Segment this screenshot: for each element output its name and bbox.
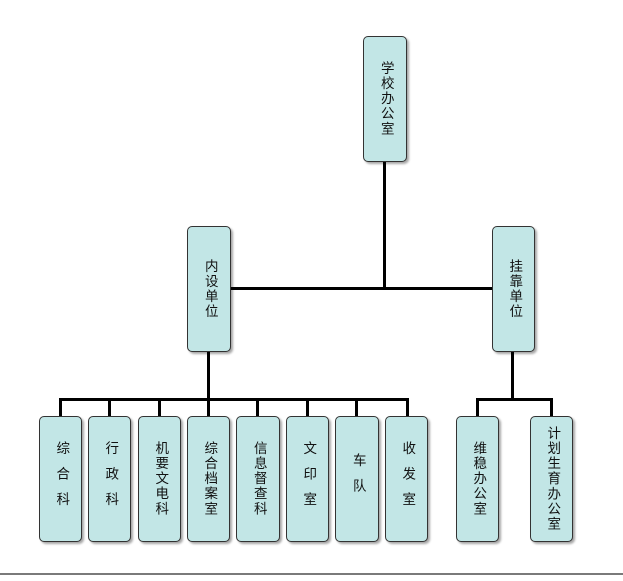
- bottom-divider: [0, 573, 623, 575]
- child-node: 计划生育办公室: [530, 416, 573, 542]
- connector-left-branch-down: [207, 352, 210, 400]
- node-label: 挂靠单位: [506, 258, 523, 320]
- connector-drop: [355, 398, 358, 417]
- node-label: 内设单位: [201, 258, 218, 320]
- child-node: 信息督查科: [236, 416, 280, 542]
- connector-drop: [550, 398, 553, 417]
- node-label: 信息督查科: [250, 441, 267, 517]
- node-label: 综合科: [53, 440, 70, 518]
- child-node: 机要文电科: [138, 416, 181, 542]
- connector-right-children-bar: [476, 398, 553, 401]
- child-node: 车队: [335, 416, 379, 542]
- child-node: 收发室: [385, 416, 428, 542]
- node-label: 机要文电科: [152, 441, 169, 517]
- connector-middle-horizontal: [231, 287, 493, 290]
- node-label: 车队: [349, 453, 366, 505]
- connector-right-branch-down: [511, 352, 514, 400]
- connector-drop: [59, 398, 62, 417]
- node-label: 综合档案室: [201, 441, 218, 517]
- connector-drop: [306, 398, 309, 417]
- connector-drop: [256, 398, 259, 417]
- connector-drop: [476, 398, 479, 417]
- node-label: 学校办公室: [377, 61, 394, 137]
- connector-root-down: [383, 162, 386, 289]
- child-node: 综合科: [39, 416, 82, 542]
- connector-drop: [406, 398, 409, 417]
- root-node: 学校办公室: [363, 36, 407, 162]
- node-label: 计划生育办公室: [544, 426, 561, 532]
- connector-drop: [108, 398, 111, 417]
- node-label: 收发室: [399, 440, 416, 518]
- child-node: 综合档案室: [187, 416, 230, 542]
- connector-drop: [207, 398, 210, 417]
- node-label: 文印室: [300, 440, 317, 518]
- child-node: 维稳办公室: [456, 416, 499, 542]
- child-node: 行政科: [88, 416, 131, 542]
- branch-node-internal: 内设单位: [187, 226, 231, 352]
- child-node: 文印室: [286, 416, 329, 542]
- node-label: 行政科: [102, 440, 119, 518]
- connector-drop: [158, 398, 161, 417]
- node-label: 维稳办公室: [470, 441, 487, 517]
- connector-left-children-bar: [59, 398, 409, 401]
- branch-node-affiliated: 挂靠单位: [492, 226, 535, 352]
